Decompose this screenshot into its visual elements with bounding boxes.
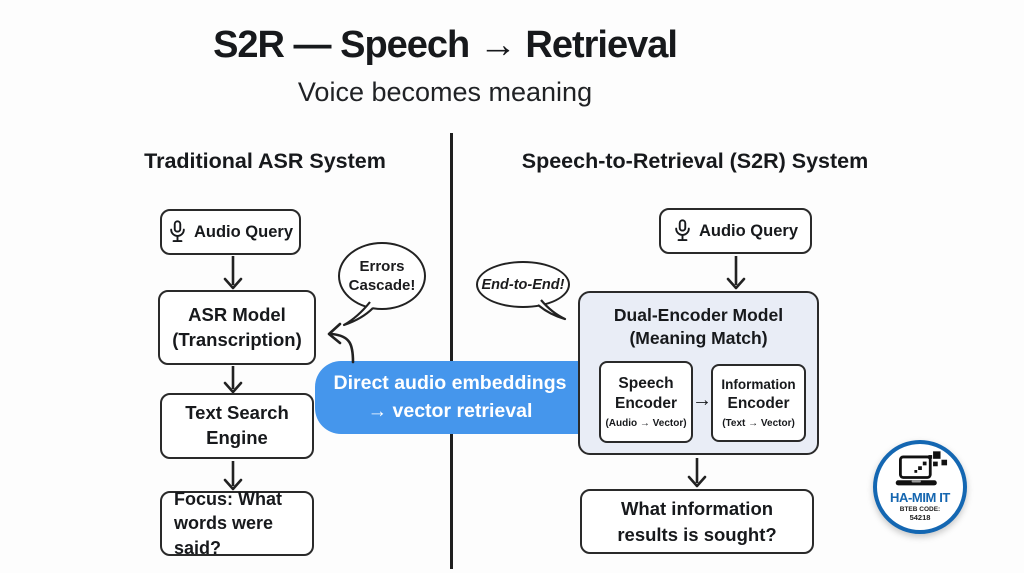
errors-bubble-line1: Errors bbox=[359, 257, 405, 275]
left-column-header: Traditional ASR System bbox=[144, 149, 386, 173]
asr-model-sublabel: (Transcription) bbox=[172, 328, 302, 350]
microphone-icon bbox=[675, 219, 690, 242]
result-line2: results is sought? bbox=[617, 523, 777, 545]
hamim-it-logo: HA-MIM IT BTEB CODE: 54218 bbox=[873, 440, 967, 534]
result-box: What information results is sought? bbox=[580, 489, 814, 554]
encoder-arrow-icon: → bbox=[692, 389, 712, 411]
arrow-down-icon bbox=[223, 366, 243, 394]
header: S2R — Speech → Retrieval Voice becomes m… bbox=[120, 24, 770, 108]
result-line1: What information bbox=[620, 497, 774, 519]
audio-query-label: Audio Query bbox=[698, 221, 798, 240]
audio-query-box-right: Audio Query bbox=[659, 208, 812, 254]
text-search-label: Text Search bbox=[185, 402, 289, 424]
info-encoder-sublabel: (Text → Vector) bbox=[722, 417, 795, 429]
text-search-sublabel: Engine bbox=[206, 427, 268, 448]
banner-line1: Direct audio embeddings bbox=[333, 371, 567, 394]
speech-encoder-line1: Speech bbox=[618, 374, 674, 392]
focus-label-line1: Focus: What bbox=[174, 489, 282, 510]
errors-cascade-speech-bubble: Errors Cascade! bbox=[338, 242, 426, 310]
end-to-end-speech-bubble: End-to-End! bbox=[476, 261, 570, 308]
errors-bubble-line2: Cascade! bbox=[348, 277, 416, 294]
focus-label-line2: words were said? bbox=[174, 513, 274, 558]
curved-arrow-icon bbox=[327, 322, 355, 364]
microphone-icon bbox=[170, 220, 185, 243]
arrow-down-icon bbox=[223, 461, 243, 491]
text-search-engine-box: Text Search Engine bbox=[160, 393, 314, 459]
asr-model-label: ASR Model bbox=[188, 303, 286, 325]
audio-query-box-left: Audio Query bbox=[160, 209, 301, 255]
speech-encoder-box: Speech Encoder (Audio → Vector) bbox=[599, 361, 693, 443]
audio-query-label: Audio Query bbox=[193, 222, 293, 241]
logo-code-label: BTEB CODE: bbox=[899, 506, 941, 513]
speech-encoder-line2: Encoder bbox=[614, 395, 677, 412]
logo-name: HA-MIM IT bbox=[890, 490, 950, 505]
page-title: S2R — Speech → Retrieval bbox=[213, 24, 678, 66]
banner-line2: → vector retrieval bbox=[367, 399, 533, 422]
laptop-pixels-icon bbox=[895, 451, 948, 486]
info-encoder-line1: Information bbox=[721, 377, 796, 393]
asr-model-box: ASR Model (Transcription) bbox=[158, 290, 316, 365]
dual-encoder-model-box: Dual-Encoder Model (Meaning Match) Speec… bbox=[578, 291, 819, 455]
logo-code: 54218 bbox=[909, 513, 931, 522]
dual-encoder-title: Dual-Encoder Model bbox=[613, 305, 784, 325]
right-column-header: Speech-to-Retrieval (S2R) System bbox=[521, 149, 869, 173]
page-subtitle: Voice becomes meaning bbox=[297, 77, 593, 107]
end-to-end-label: End-to-End! bbox=[481, 276, 565, 293]
information-encoder-box: Information Encoder (Text → Vector) bbox=[711, 364, 806, 442]
direct-embeddings-banner: Direct audio embeddings → vector retriev… bbox=[315, 361, 585, 434]
speech-bubble-tail bbox=[342, 301, 374, 327]
arrow-down-icon bbox=[223, 256, 243, 290]
speech-bubble-tail bbox=[538, 299, 567, 321]
dual-encoder-subtitle: (Meaning Match) bbox=[629, 328, 768, 349]
arrow-down-icon bbox=[687, 458, 707, 488]
arrow-down-icon bbox=[726, 256, 746, 290]
column-divider-line bbox=[450, 133, 453, 569]
speech-encoder-sublabel: (Audio → Vector) bbox=[605, 418, 687, 430]
info-encoder-line2: Encoder bbox=[727, 394, 790, 412]
focus-box: Focus: What words were said? bbox=[160, 489, 314, 558]
